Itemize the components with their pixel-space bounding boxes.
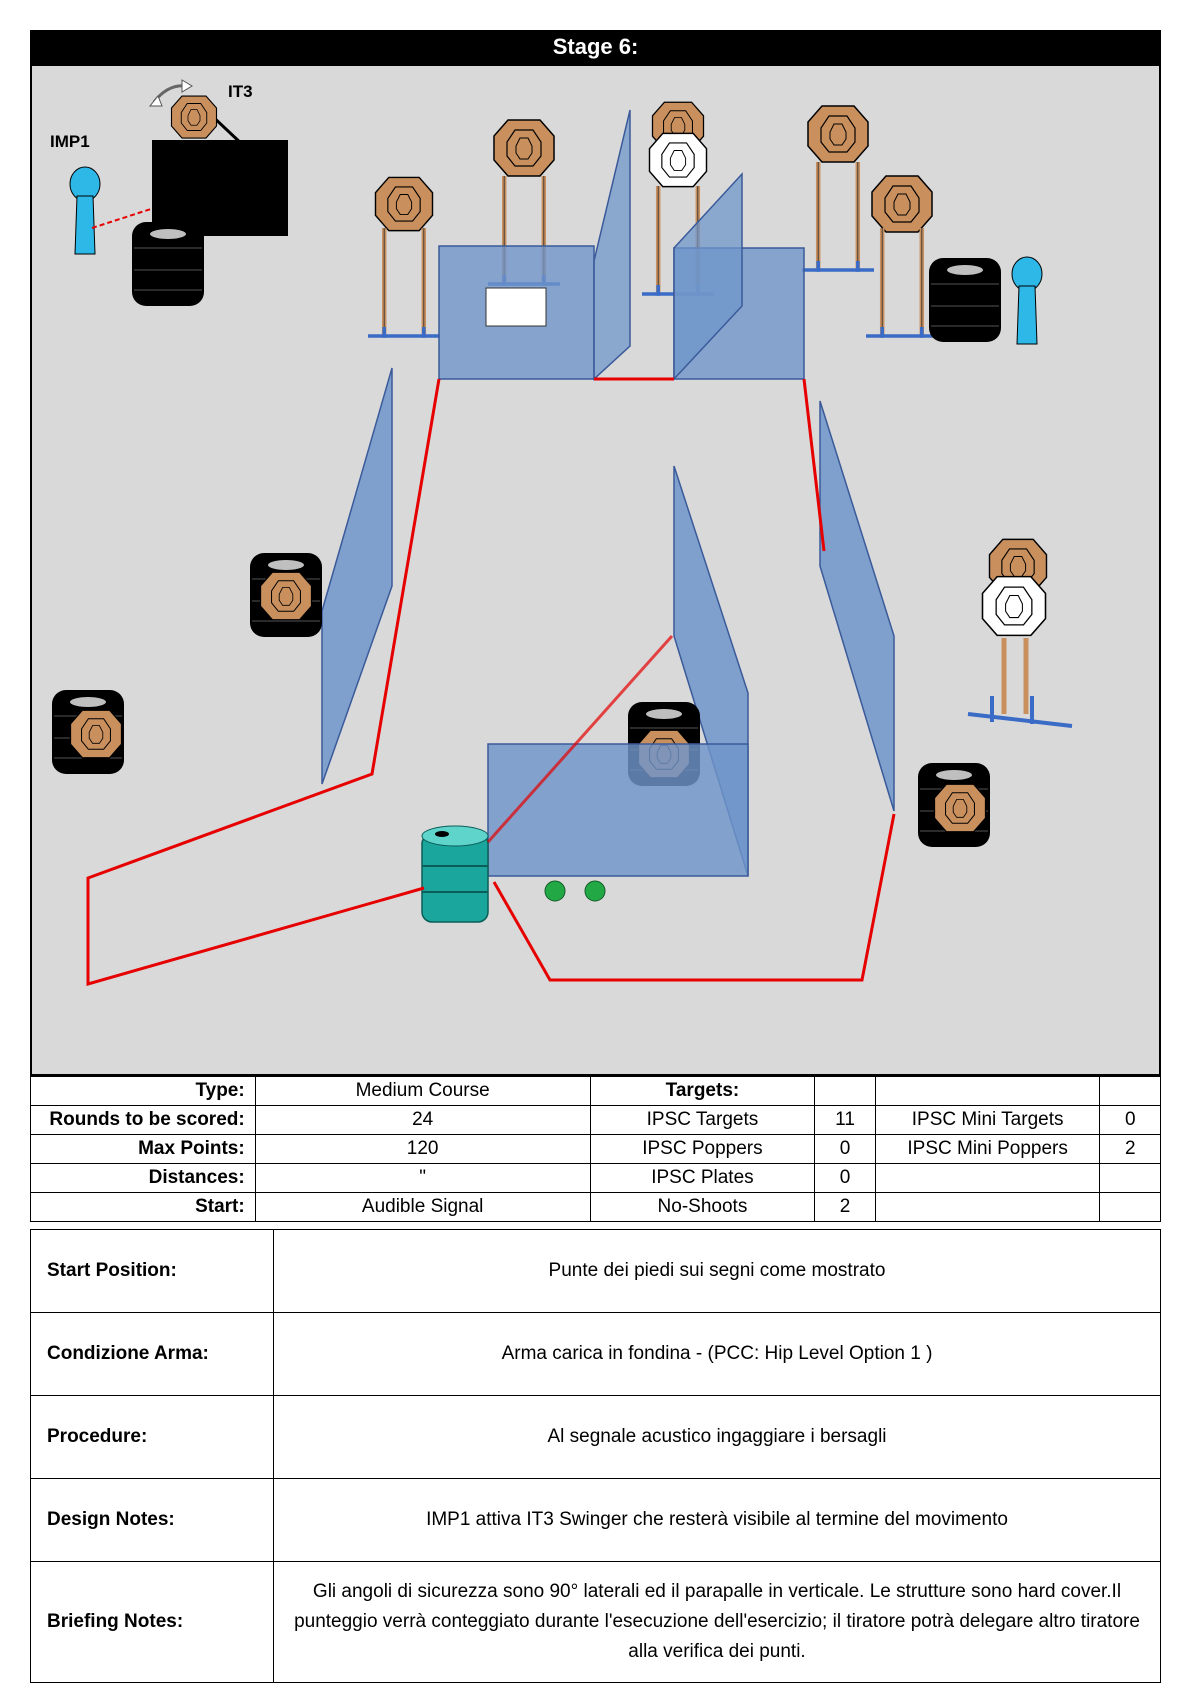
port-opening: [485, 287, 547, 327]
briefing-notes-value: Gli angoli di sicurezza sono 90° lateral…: [273, 1561, 1161, 1683]
stage-diagram: IMP1 IT3: [30, 64, 1161, 1076]
imp1-activator: [69, 166, 101, 255]
max-points-value: 120: [254, 1134, 591, 1164]
type-value: Medium Course: [254, 1076, 591, 1106]
tire-stack-topright: [928, 257, 1002, 343]
briefing-notes-label: Briefing Notes:: [30, 1561, 274, 1683]
it3-swinger-target: [170, 95, 218, 139]
start-label: Start:: [30, 1192, 256, 1222]
stage-info-table: Type: Medium Course Targets: Rounds to b…: [30, 1076, 1161, 1222]
no-shoots-value: 2: [814, 1192, 876, 1222]
no-shoot-stand-3: [648, 132, 708, 188]
it3-cover-panel: [152, 140, 288, 236]
imp1-label: IMP1: [50, 132, 90, 151]
ipsc-plates-value: 0: [814, 1163, 876, 1193]
stage-diagram-svg: [51, 79, 1073, 986]
procedure-label: Procedure:: [30, 1395, 274, 1479]
start-mark-right: [584, 880, 606, 902]
wall-left-diagonal: [321, 367, 393, 785]
target-stand-5: [871, 175, 933, 233]
imp2-activator: [1011, 256, 1043, 345]
start-position-value: Punte dei piedi sui segni come mostrato: [273, 1229, 1161, 1313]
condizione-arma-value: Arma carica in fondina - (PCC: Hip Level…: [273, 1312, 1161, 1396]
fault-lines: [86, 377, 896, 986]
stage-notes-table: Start Position: Punte dei piedi sui segn…: [30, 1229, 1161, 1683]
ipsc-mini-poppers-value: 2: [1099, 1134, 1161, 1164]
design-notes-label: Design Notes:: [30, 1478, 274, 1562]
it3-label: IT3: [228, 82, 253, 101]
ipsc-poppers-value: 0: [814, 1134, 876, 1164]
no-shoots-label: No-Shoots: [589, 1192, 816, 1222]
design-notes-value: IMP1 attiva IT3 Swinger che resterà visi…: [273, 1478, 1161, 1562]
ipsc-mini-targets-value: 0: [1099, 1105, 1161, 1135]
tire-stack-topleft: [131, 221, 205, 307]
start-mark-left: [544, 880, 566, 902]
ipsc-mini-targets-label: IPSC Mini Targets: [874, 1105, 1101, 1135]
no-shoot-right-stand: [981, 575, 1047, 637]
max-points-label: Max Points:: [30, 1134, 256, 1164]
condizione-arma-label: Condizione Arma:: [30, 1312, 274, 1396]
distances-value: ": [254, 1163, 591, 1193]
type-label: Type:: [30, 1076, 256, 1106]
rounds-label: Rounds to be scored:: [30, 1105, 256, 1135]
wall-right-diagonal: [819, 400, 895, 812]
target-stand-1: [374, 176, 434, 232]
distances-label: Distances:: [30, 1163, 256, 1193]
ipsc-mini-poppers-label: IPSC Mini Poppers: [874, 1134, 1101, 1164]
start-value: Audible Signal: [254, 1192, 591, 1222]
start-position-label: Start Position:: [30, 1229, 274, 1313]
wall-box-bottom: [487, 743, 749, 877]
target-stand-2: [493, 119, 555, 177]
ipsc-targets-value: 11: [814, 1105, 876, 1135]
ipsc-targets-label: IPSC Targets: [589, 1105, 816, 1135]
rounds-value: 24: [254, 1105, 591, 1135]
targets-label: Targets:: [589, 1076, 816, 1106]
target-stand-4: [807, 105, 869, 163]
procedure-value: Al segnale acustico ingaggiare i bersagl…: [273, 1395, 1161, 1479]
stage-title: Stage 6:: [30, 30, 1161, 64]
ipsc-plates-label: IPSC Plates: [589, 1163, 816, 1193]
ipsc-poppers-label: IPSC Poppers: [589, 1134, 816, 1164]
barrel: [421, 825, 489, 923]
